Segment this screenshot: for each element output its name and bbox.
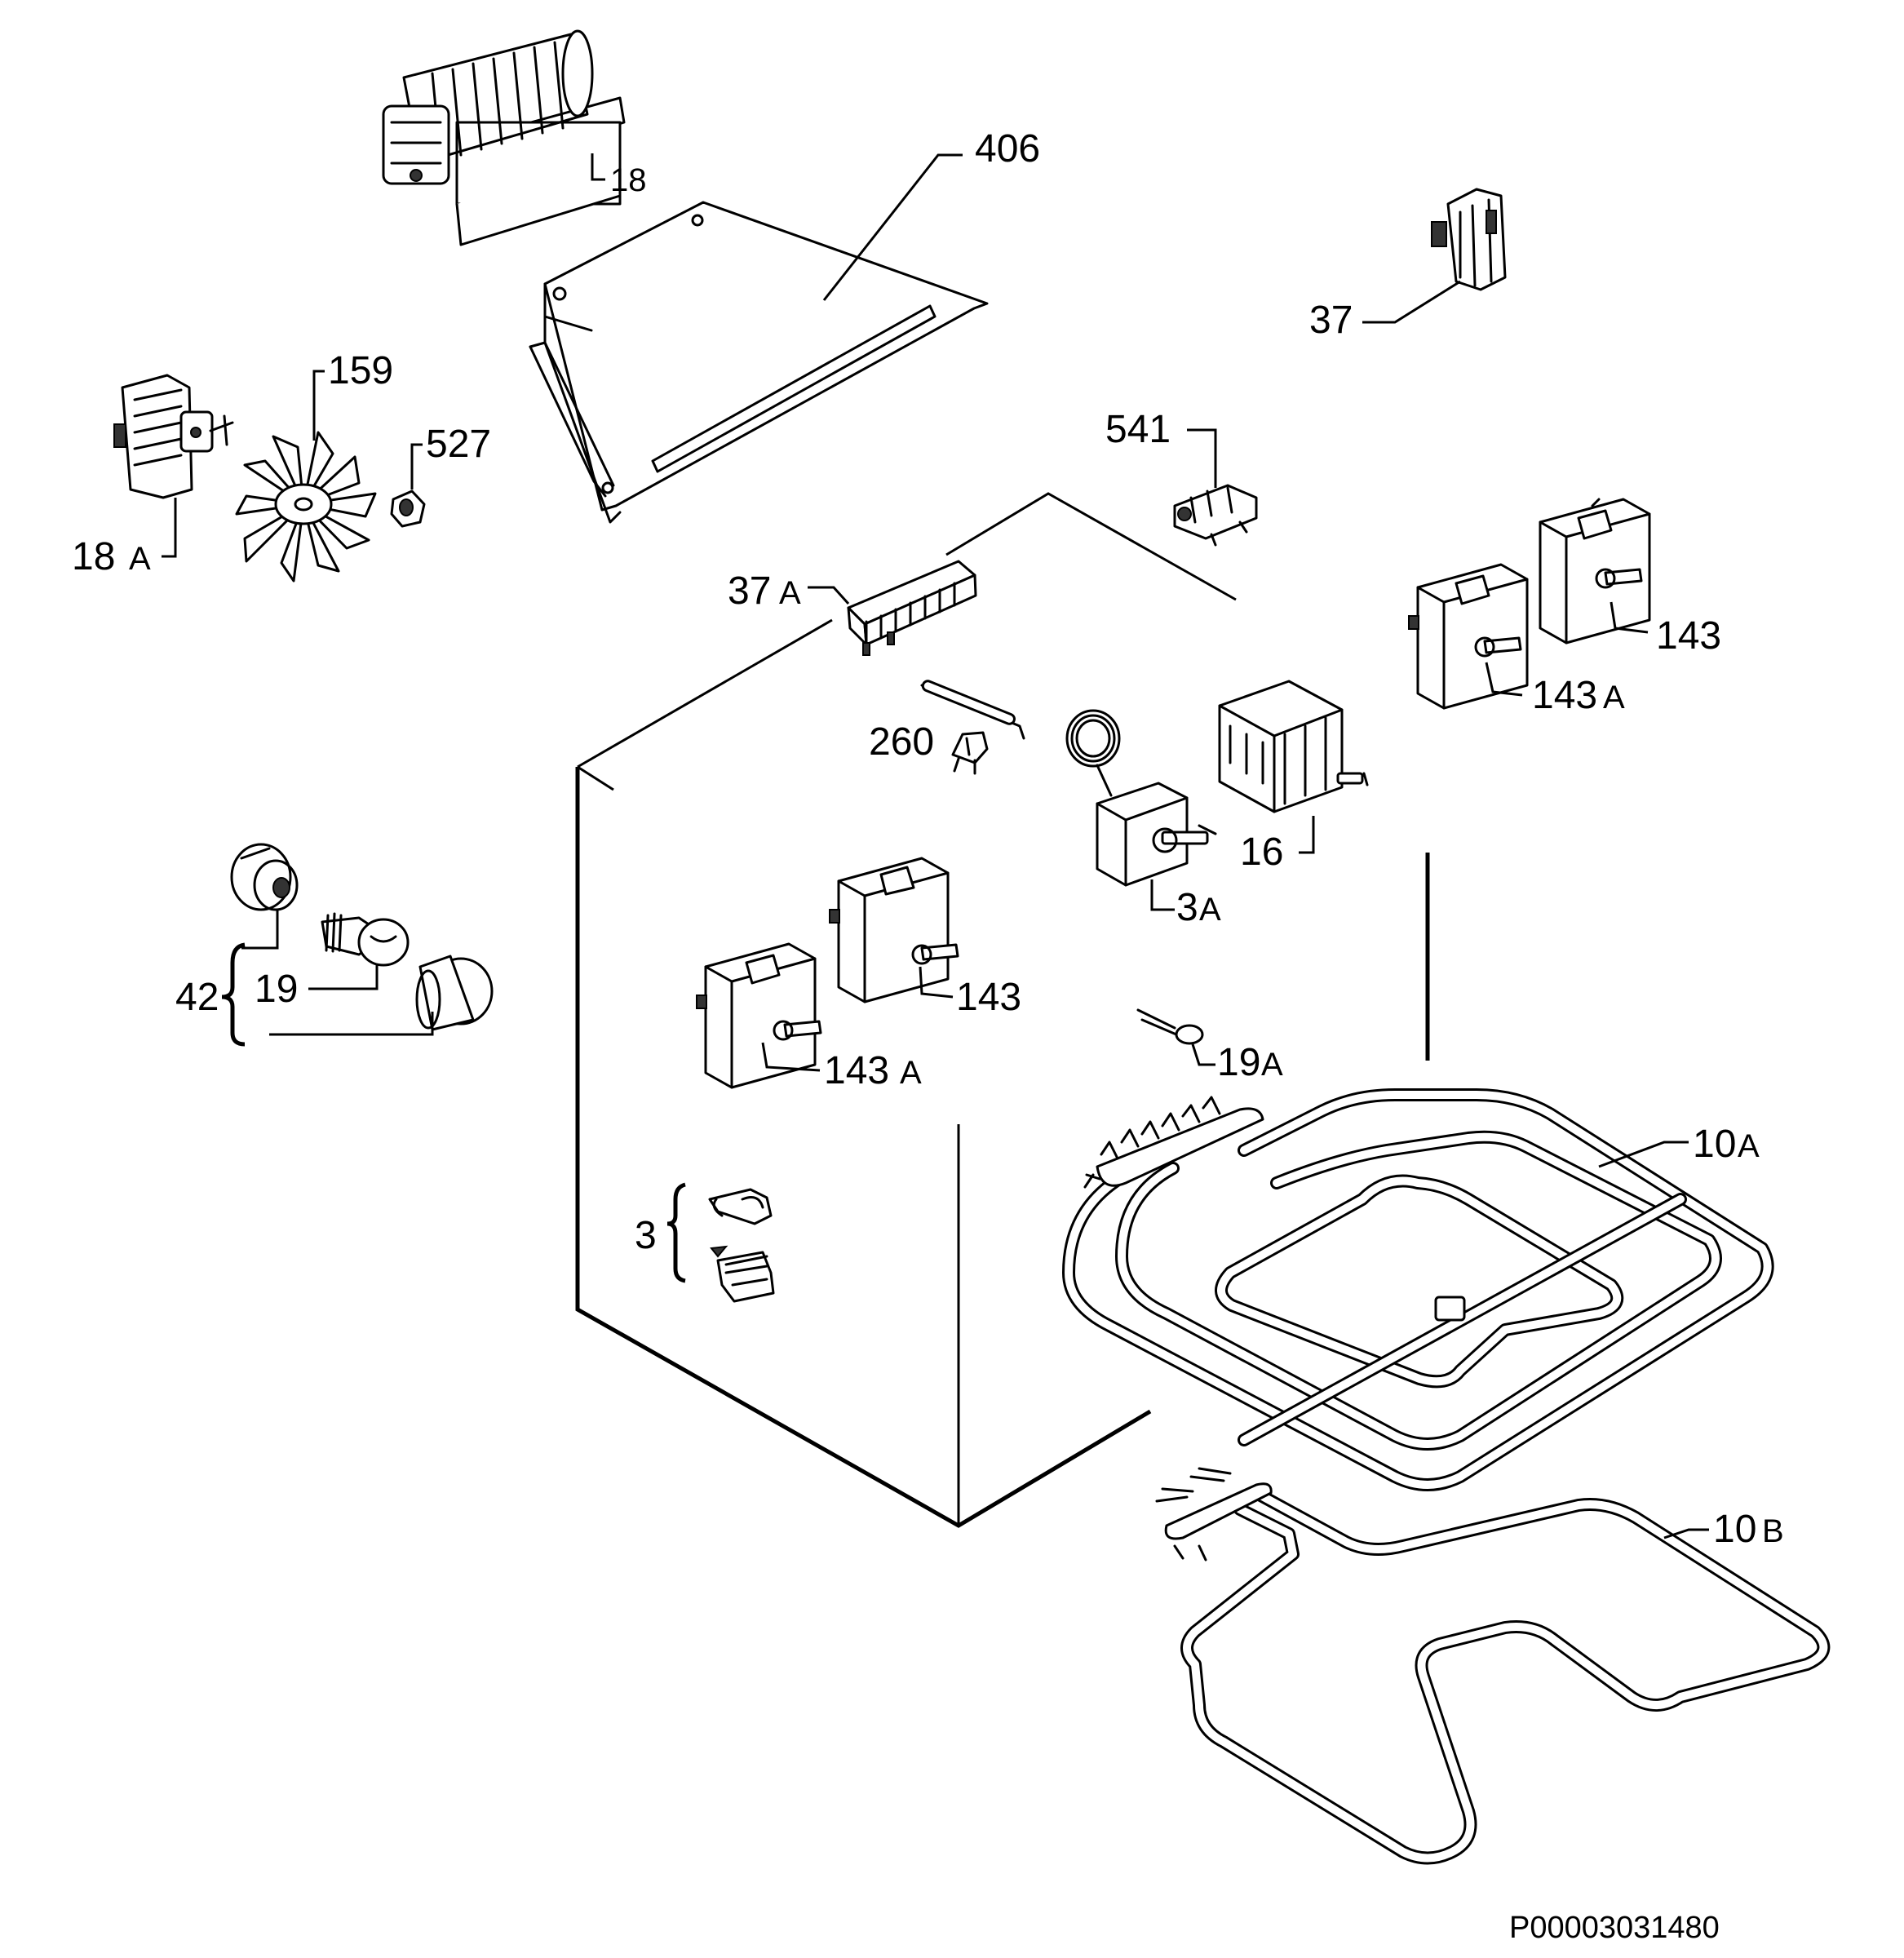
label-527: 527 [426,423,491,466]
label-143-right: 143 [1656,614,1721,658]
label-19a-number: 19 [1217,1041,1260,1084]
label-541: 541 [1105,408,1171,451]
terminal-block [808,560,977,656]
tangential-fan [382,29,626,246]
label-18a-suffix: A [129,541,151,577]
oven-lamp-assembly [221,843,494,1047]
label-143a-right-number: 143 [1532,674,1597,717]
label-3a-suffix: A [1199,892,1221,928]
label-260: 260 [869,720,934,764]
clip [1362,188,1507,324]
document-id: P00003031480 [1509,1911,1720,1945]
label-18a-number: 18 [72,535,115,578]
label-159: 159 [328,349,393,392]
label-19: 19 [255,968,298,1011]
label-406: 406 [975,127,1040,171]
rear-panel [529,153,989,524]
fan-nut [390,443,426,528]
selector-switch [1218,680,1369,854]
fan-blade [235,370,377,583]
oven-cavity-outline [575,492,1430,1528]
label-18: 18 [610,162,647,198]
label-3a-number: 3 [1176,886,1198,929]
oven-thermostat [920,680,1217,911]
label-143a-center-number: 143 [824,1049,889,1092]
label-42: 42 [175,976,219,1019]
label-37a-suffix: A [779,575,801,611]
label-3: 3 [635,1214,657,1257]
label-37a-number: 37 [728,569,771,613]
label-143-center: 143 [956,976,1021,1019]
energy-regulator-center [829,857,959,1003]
label-10b-suffix: B [1762,1513,1784,1549]
mounting-brackets [666,1182,775,1303]
capillary-clip [951,731,989,775]
label-143a-right-suffix: A [1603,680,1625,715]
label-19a-suffix: A [1261,1047,1283,1083]
label-37: 37 [1309,299,1353,342]
label-16: 16 [1240,831,1283,874]
grill-heating-element [1062,1088,1774,1491]
energy-regulator-center-a [696,942,822,1089]
energy-regulator-right [1539,498,1651,645]
safety-thermostat [1173,428,1258,547]
label-10a-number: 10 [1693,1123,1736,1166]
energy-regulator-right-a [1408,563,1529,710]
label-143a-center-suffix: A [900,1055,922,1091]
fan-motor [113,374,234,558]
wire-connector [1136,1008,1215,1066]
label-10a-suffix: A [1738,1128,1760,1164]
label-10b-number: 10 [1713,1508,1756,1551]
bottom-heating-element [1155,1467,1831,1865]
